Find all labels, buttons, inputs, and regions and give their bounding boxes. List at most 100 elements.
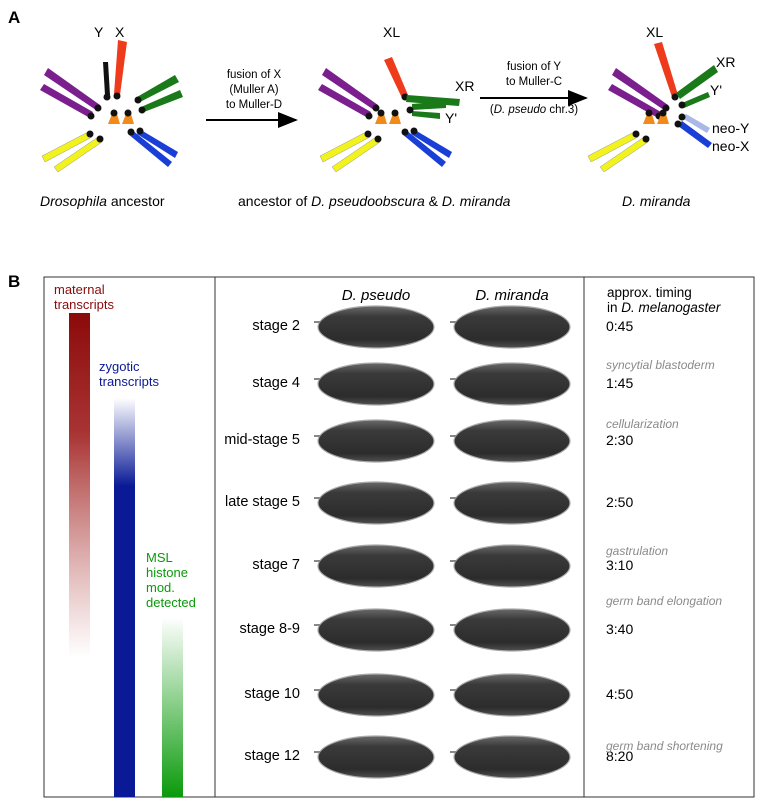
label-xl-intermediate: XL — [383, 24, 401, 40]
step2-species: D. pseudo — [493, 104, 547, 116]
chromosome-blue-a — [128, 130, 172, 167]
column-header-pseudo: D. pseudo — [341, 287, 411, 304]
step1-line2: (Muller A) — [229, 84, 279, 96]
chromosome-yprime — [412, 111, 440, 119]
chromosome-purple-b — [40, 84, 93, 118]
caption-intermediate: ancestor of D. pseudoobscura & D. mirand… — [238, 193, 511, 209]
embryo-pseudo — [317, 481, 435, 525]
chromosome-purple-b — [318, 84, 371, 118]
label-xl-miranda: XL — [646, 24, 664, 40]
phase-germ-band-elongation: germ band elongation — [606, 594, 723, 608]
chromosome-dot-a — [108, 114, 120, 124]
step1-annotation: fusion of X (Muller A) to Muller-D — [206, 68, 302, 113]
chromosome-green-b — [141, 90, 183, 112]
chromosome-blue-b — [137, 130, 178, 158]
stage-label: stage 2 — [252, 318, 300, 334]
step1-line3: to Muller-D — [225, 99, 283, 111]
chromosome-xr — [676, 65, 718, 99]
maternal-bar — [69, 313, 90, 658]
timing-value: 0:45 — [606, 318, 634, 334]
chromosome-dot-a — [375, 114, 387, 124]
timing-value: 3:40 — [606, 621, 634, 637]
label-xr-intermediate: XR — [455, 78, 475, 94]
stage-label: mid-stage 5 — [224, 432, 300, 448]
stage-label: late stage 5 — [225, 494, 300, 510]
embryo-pseudo — [317, 305, 435, 349]
caption-ancestor: Drosophila ancestor — [40, 193, 165, 209]
chromosome-dot-a — [643, 114, 655, 124]
caption-miranda: D. miranda — [622, 193, 691, 209]
chromosome-neo-y — [682, 114, 710, 133]
chromosome-purple-a — [44, 68, 100, 110]
miranda-karyotype — [587, 42, 718, 173]
phase-cellularization: cellularization — [606, 417, 679, 431]
stage-label: stage 10 — [244, 686, 300, 702]
timing-value: 1:45 — [606, 375, 634, 391]
timing-value: 2:30 — [606, 432, 634, 448]
chromosome-blue-a — [402, 130, 446, 167]
chromosome-green-a — [137, 75, 179, 102]
label-neo-x: neo-X — [712, 138, 750, 154]
chromosome-yprime — [682, 92, 710, 108]
step2-line1: fusion of Y — [506, 61, 562, 73]
zygotic-bar — [114, 398, 135, 797]
chromosome-blue-b — [411, 130, 452, 158]
embryo-miranda — [453, 608, 571, 652]
chromosome-xl — [384, 57, 408, 98]
column-header-miranda: D. miranda — [475, 287, 549, 304]
phase-gastrulation: gastrulation — [606, 544, 669, 558]
embryo-miranda — [453, 305, 571, 349]
label-yprime-miranda: Y' — [710, 82, 723, 98]
step2-annotation-top: fusion of Y to Muller-C — [478, 60, 590, 90]
label-yprime-intermediate: Y' — [445, 110, 458, 126]
chromosome-xr — [406, 95, 460, 106]
embryo-pseudo — [317, 673, 435, 717]
panel-a-label: A — [8, 8, 21, 27]
ancestor-karyotype — [40, 40, 183, 173]
embryo-pseudo — [317, 608, 435, 652]
chromosome-x — [114, 40, 127, 95]
chromosome-dot-b — [122, 114, 134, 124]
step1-line1: fusion of X — [226, 69, 282, 81]
chromosome-purple-b — [608, 84, 661, 118]
panel-b-label: B — [8, 272, 21, 291]
panel-b-frame — [43, 276, 755, 798]
chromosome-xl — [654, 42, 678, 97]
chromosome-dot-b — [389, 114, 401, 124]
step2-annotation-bottom: (D. pseudo chr.3) — [489, 104, 579, 116]
legend-msl: MSL histone mod. detected — [146, 550, 196, 610]
embryo-pseudo — [317, 362, 435, 406]
timing-header: approx. timing in D. melanogaster — [607, 285, 721, 315]
embryo-miranda — [453, 544, 571, 588]
stage-label: stage 12 — [244, 748, 300, 764]
chromosome-dot-b — [657, 114, 669, 124]
embryo-miranda — [453, 481, 571, 525]
label-x: X — [115, 24, 125, 40]
embryo-images — [314, 305, 571, 779]
karyotype-diagram — [40, 40, 718, 173]
embryo-pseudo — [317, 735, 435, 779]
msl-bar — [162, 617, 183, 797]
timing-value: 3:10 — [606, 557, 634, 573]
chromosome-neo-x — [678, 121, 712, 148]
stage-label: stage 7 — [252, 557, 300, 573]
timing-value: 8:20 — [606, 748, 634, 764]
timing-value: 4:50 — [606, 686, 634, 702]
label-y: Y — [94, 24, 104, 40]
embryo-pseudo — [317, 419, 435, 463]
phase-germ-band-shortening: germ band shortening — [606, 739, 723, 753]
step2-line2: to Muller-C — [505, 76, 563, 88]
label-neo-y: neo-Y — [712, 120, 750, 136]
embryo-miranda — [453, 735, 571, 779]
chromosome-y — [103, 62, 110, 95]
label-xr-miranda: XR — [716, 54, 736, 70]
legend-maternal: maternal transcripts — [54, 282, 114, 312]
chromosome-purple-a — [612, 68, 668, 110]
embryo-miranda — [453, 362, 571, 406]
chromosome-purple-a — [322, 68, 378, 110]
intermediate-karyotype — [318, 57, 460, 173]
timing-value: 2:50 — [606, 494, 634, 510]
embryo-pseudo — [317, 544, 435, 588]
embryo-miranda — [453, 419, 571, 463]
